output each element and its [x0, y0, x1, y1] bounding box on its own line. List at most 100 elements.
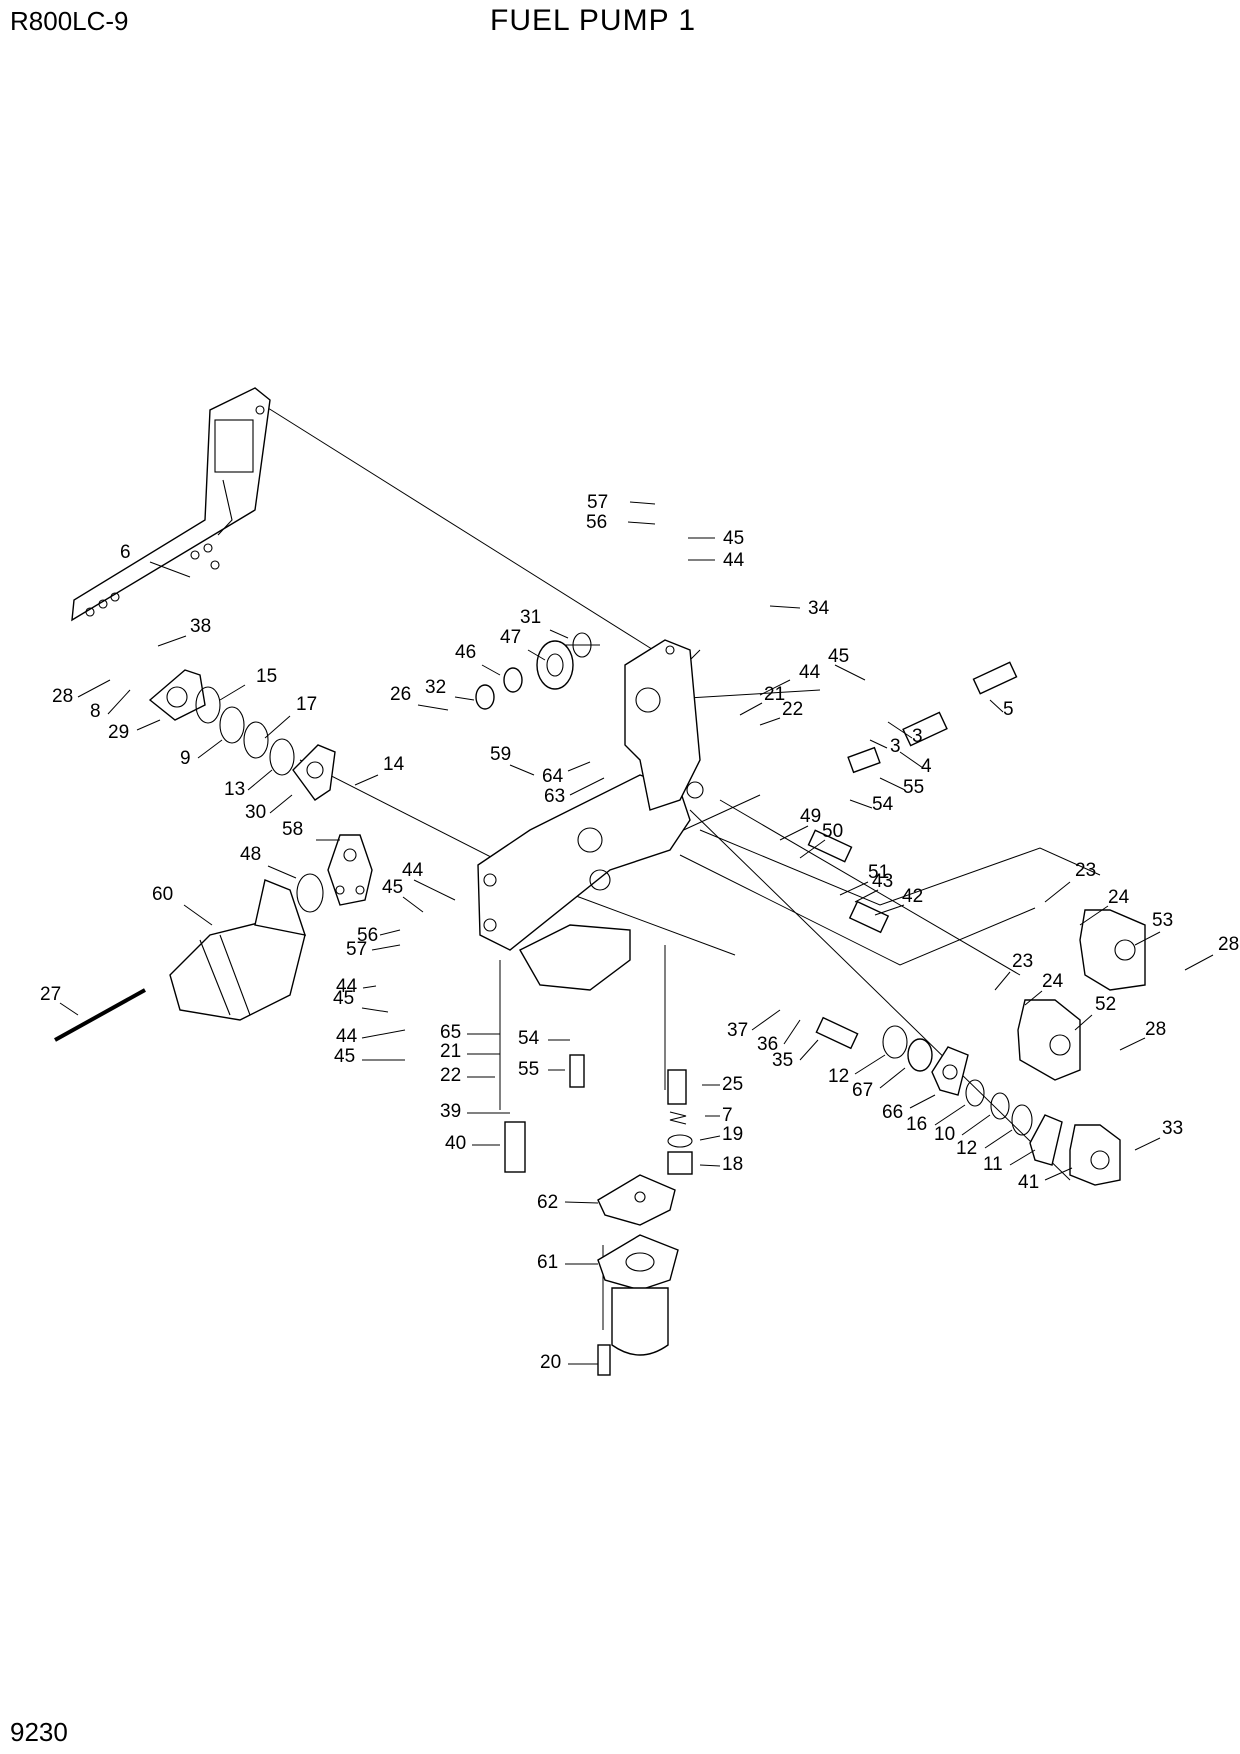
filter-61 — [597, 1234, 679, 1356]
leader-line — [854, 1054, 886, 1075]
leader-line — [874, 904, 905, 916]
gasket-58 — [327, 834, 373, 906]
callout-label: 5 — [1003, 699, 1014, 720]
leader-line — [1009, 1149, 1036, 1166]
leader-line — [879, 1067, 906, 1089]
bushing-32 — [475, 684, 495, 710]
leader-line — [549, 629, 569, 639]
actuator-53 — [1079, 909, 1146, 991]
leader-line — [934, 1104, 966, 1126]
elbow-42 — [848, 900, 890, 934]
leader-line — [569, 777, 605, 796]
o-rings-9-13-15-17 — [195, 686, 295, 776]
callout-label: 54 — [872, 794, 894, 815]
callout-label: 40 — [445, 1133, 466, 1154]
callout-label: 28 — [1145, 1019, 1166, 1040]
sleeve-5 — [972, 661, 1018, 695]
callout-label: 56 — [357, 925, 378, 946]
leader-line — [107, 689, 131, 715]
callout-label: 15 — [256, 666, 277, 687]
leader-line — [994, 971, 1011, 991]
leader-line — [183, 904, 213, 926]
o-ring-19 — [667, 1134, 693, 1148]
callout-label: 14 — [383, 754, 405, 775]
callout-label: 13 — [224, 779, 245, 800]
assembly-lines — [267, 407, 1101, 1330]
callout-label: 67 — [852, 1080, 873, 1101]
leader-line — [854, 889, 879, 903]
callout-label: 55 — [903, 777, 924, 798]
callout-label: 31 — [520, 607, 541, 628]
leader-line — [759, 679, 791, 696]
motor-60 — [169, 879, 307, 1021]
callout-label: 37 — [727, 1020, 748, 1041]
callout-label: 18 — [722, 1154, 743, 1175]
callout-label: 62 — [537, 1192, 558, 1213]
callout-label: 39 — [440, 1101, 461, 1122]
bolt-27 — [54, 988, 146, 1042]
leader-line — [1044, 1167, 1073, 1181]
piston-67 — [907, 1038, 933, 1072]
leader-line — [567, 761, 591, 772]
callout-label: 3 — [890, 736, 901, 757]
leader-line — [247, 769, 273, 791]
callout-label: 35 — [772, 1050, 793, 1071]
leader-line — [739, 702, 763, 716]
leader-line — [783, 1019, 801, 1045]
o-ring-12b — [1011, 1104, 1033, 1136]
actuator-41 — [1069, 1124, 1121, 1186]
pump-housing-59 — [477, 774, 691, 991]
leader-line — [1074, 1014, 1093, 1031]
leader-line — [1134, 931, 1161, 946]
callout-label: 57 — [587, 492, 608, 513]
plate-66 — [931, 1046, 969, 1096]
callout-label: 6 — [120, 542, 131, 563]
upper-housing — [624, 639, 704, 811]
callout-label: 42 — [902, 886, 923, 907]
callout-label: 11 — [983, 1154, 1003, 1175]
gear-47 — [536, 640, 574, 690]
callout-label: 16 — [906, 1114, 927, 1135]
leader-line — [629, 501, 656, 505]
leader-line — [219, 684, 246, 701]
callout-label: 7 — [722, 1105, 733, 1126]
callout-label: 12 — [828, 1066, 849, 1087]
callout-label: 55 — [518, 1059, 539, 1080]
leader-line — [984, 1129, 1013, 1149]
callout-label: 65 — [440, 1022, 461, 1043]
leader-line — [354, 774, 379, 786]
callout-label: 17 — [296, 694, 317, 715]
callout-label: 36 — [757, 1034, 778, 1055]
callout-label: 28 — [1218, 934, 1239, 955]
leader-line — [989, 699, 1004, 713]
sleeve-25 — [667, 1069, 687, 1105]
leader-line — [267, 865, 297, 879]
callout-label: 58 — [282, 819, 303, 840]
callout-label: 46 — [455, 642, 476, 663]
cover-29 — [148, 669, 206, 721]
callout-label: 43 — [872, 871, 893, 892]
leader-line — [136, 719, 161, 731]
callout-label: 51 — [868, 862, 889, 883]
leader-line — [264, 715, 291, 739]
leader-line — [413, 879, 456, 901]
callout-label: 50 — [822, 821, 843, 842]
leader-line — [769, 605, 801, 609]
valve-35 — [815, 1016, 859, 1050]
leader-line — [509, 764, 535, 776]
o-ring-12a — [882, 1025, 908, 1059]
leader-line — [799, 1039, 819, 1061]
leader-line — [849, 799, 873, 809]
leader-line — [839, 881, 869, 896]
washer-31 — [572, 632, 592, 658]
leader-line — [1079, 905, 1109, 926]
washer-16 — [965, 1079, 985, 1107]
leader-line — [751, 1009, 781, 1031]
actuator-52 — [1017, 999, 1081, 1081]
callout-label: 57 — [346, 939, 367, 960]
callout-label: 52 — [1095, 994, 1116, 1015]
leader-line — [197, 739, 223, 759]
callout-label: 41 — [1018, 1172, 1039, 1193]
callout-label: 45 — [333, 988, 354, 1009]
leader-line — [1044, 881, 1071, 903]
